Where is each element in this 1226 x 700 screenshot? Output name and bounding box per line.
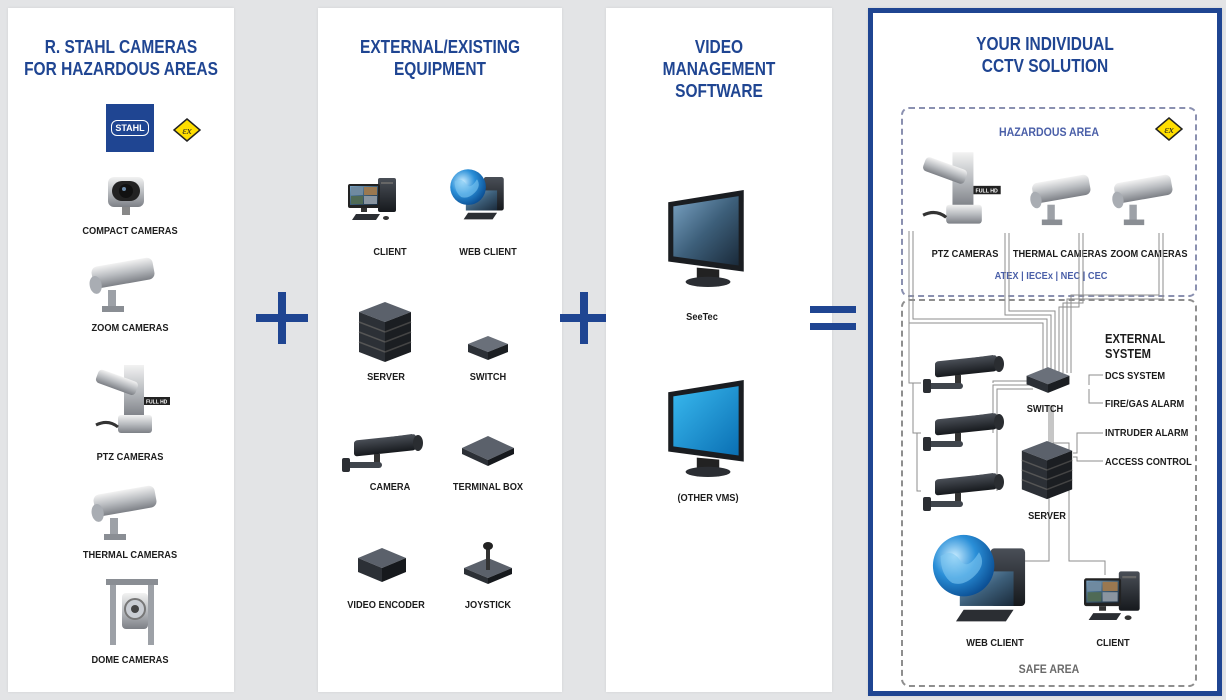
globe-icon — [932, 534, 1026, 622]
web-client-label: WEB CLIENT — [966, 637, 1024, 649]
vms-seetec-label: SeeTec — [686, 311, 718, 323]
panel-title: EXTERNAL/EXISTING EQUIPMENT — [360, 37, 520, 79]
encoder-icon — [358, 548, 406, 582]
switch-icon — [468, 336, 508, 360]
connection-lines — [908, 231, 1164, 575]
panel-title: R. STAHL CAMERAS FOR HAZARDOUS AREAS — [24, 37, 218, 79]
equals-sign-top — [810, 306, 856, 313]
external-system-title: EXTERNAL SYSTEM — [1105, 331, 1166, 361]
camera-icon — [923, 473, 1004, 511]
safe-area-label: SAFE AREA — [1018, 662, 1080, 676]
item-label: COMPACT CAMERAS — [82, 225, 178, 237]
ex-symbol: εx — [1164, 124, 1173, 136]
hazardous-area-label: HAZARDOUS AREA — [999, 125, 1099, 139]
item-label: DOME CAMERAS — [91, 654, 169, 666]
stahl-cameras-panel: R. STAHL CAMERAS FOR HAZARDOUS AREAS STA… — [8, 8, 234, 692]
camera-label: ZOOM CAMERAS — [1110, 248, 1188, 260]
stahl-logo-text: STAHL — [111, 120, 149, 136]
client-label: CLIENT — [1096, 637, 1130, 649]
server-icon — [1021, 441, 1073, 500]
plus-sign-v — [278, 292, 286, 344]
item-label: CAMERA — [369, 481, 411, 493]
item-label: SERVER — [367, 371, 405, 383]
external-item: FIRE/GAS ALARM — [1105, 398, 1185, 410]
terminal-box-icon — [462, 436, 514, 466]
item-label: VIDEO ENCODER — [347, 599, 425, 611]
item-label: TERMINAL BOX — [452, 481, 524, 493]
item-label: THERMAL CAMERAS — [82, 549, 178, 561]
external-equipment-panel: EXTERNAL/EXISTING EQUIPMENT CLIENT WEB C… — [318, 8, 562, 692]
camera-icon — [923, 355, 1004, 393]
camera-label: THERMAL CAMERAS — [1012, 248, 1108, 260]
equals-sign-bottom — [810, 323, 856, 330]
switch-icon — [1026, 367, 1070, 393]
item-label: SWITCH — [469, 371, 507, 383]
camera-icon — [923, 413, 1004, 451]
ex-warning-icon: εx — [173, 118, 201, 142]
joystick-icon — [464, 542, 512, 584]
panel-title: YOUR INDIVIDUAL CCTV SOLUTION — [976, 34, 1114, 76]
dome-camera-icon — [105, 578, 159, 646]
item-label: CLIENT — [373, 246, 407, 258]
safe-area-box — [901, 299, 1197, 687]
hazardous-area-box — [901, 107, 1197, 297]
item-label: WEB CLIENT — [459, 246, 517, 258]
server-label: SERVER — [1028, 510, 1066, 522]
external-item: ACCESS CONTROL — [1105, 456, 1192, 468]
compact-camera-icon — [108, 177, 144, 215]
panel-title: VIDEO MANAGEMENT SOFTWARE — [662, 37, 776, 101]
vms-panel: VIDEO MANAGEMENT SOFTWARE SeeTec (OTHER … — [606, 8, 832, 692]
plus-sign-v — [580, 292, 588, 344]
globe-icon — [450, 169, 504, 220]
external-item: INTRUDER ALARM — [1105, 427, 1189, 439]
item-label: JOYSTICK — [464, 599, 512, 611]
stahl-logo: STAHL — [106, 104, 154, 152]
monitor-icon — [668, 380, 744, 477]
vms-other-label: (OTHER VMS) — [677, 492, 739, 504]
switch-label: SWITCH — [1026, 403, 1064, 415]
computer-icon — [348, 178, 396, 220]
ex-warning-icon: εx — [1155, 117, 1183, 141]
server-icon — [358, 302, 412, 363]
item-label: ZOOM CAMERAS — [91, 322, 169, 334]
thermal-camera-icon — [90, 484, 158, 540]
monitor-icon — [668, 190, 744, 287]
computer-icon — [1084, 571, 1140, 621]
cctv-solution-panel: YOUR INDIVIDUAL CCTV SOLUTION HAZARDOUS … — [868, 8, 1222, 696]
external-item: DCS SYSTEM — [1105, 370, 1166, 382]
camera-icon — [342, 434, 423, 472]
ptz-camera-icon — [94, 363, 172, 435]
ex-symbol: εx — [182, 125, 191, 137]
zoom-camera-icon — [88, 256, 156, 312]
item-label: PTZ CAMERAS — [96, 451, 164, 463]
camera-label: PTZ CAMERAS — [931, 248, 999, 260]
